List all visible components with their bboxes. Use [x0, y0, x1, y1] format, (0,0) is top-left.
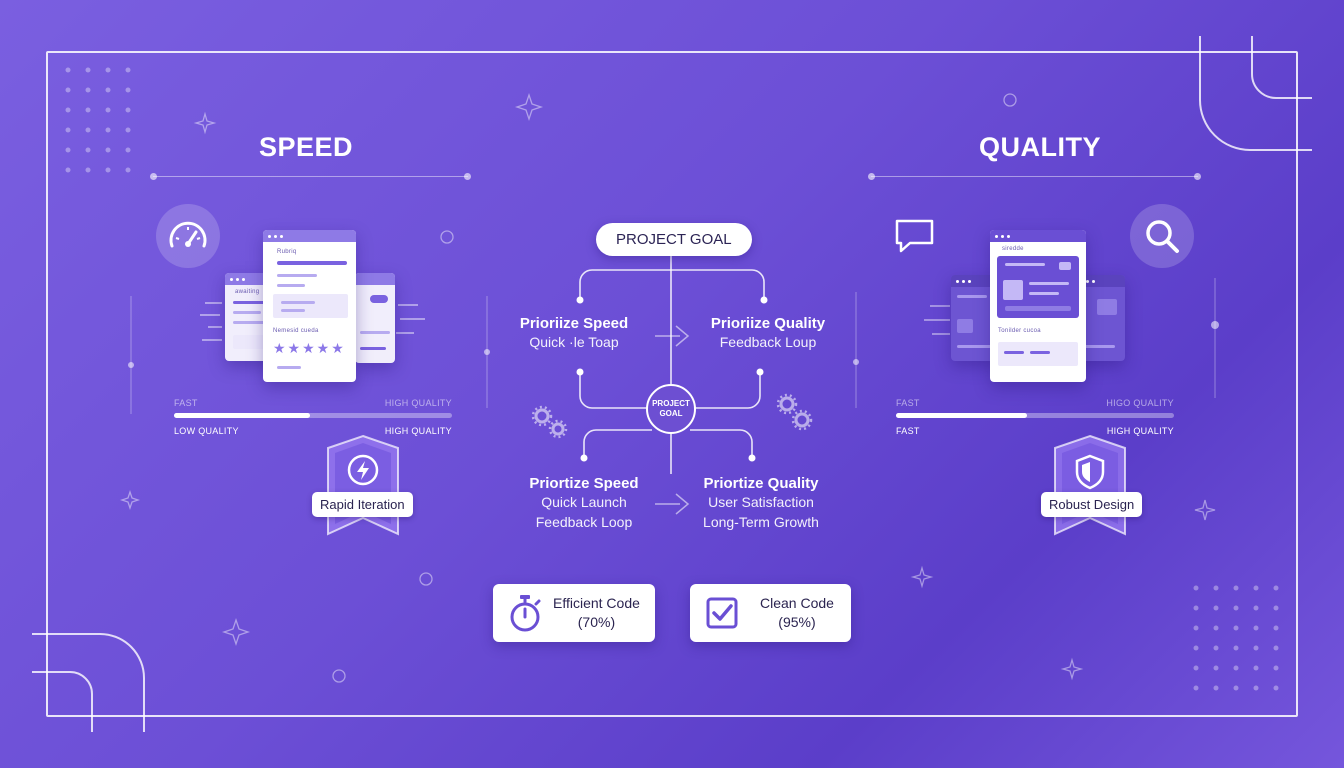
speed-slider-top-right: HIGH QUALITY: [384, 398, 452, 408]
outer-frame: [46, 51, 1298, 717]
quality-badge-label: Robust Design: [1041, 492, 1143, 517]
speed-slider-fill: [174, 413, 311, 418]
node-bottom-left-title: Priortize Speed: [529, 475, 639, 492]
node-bottom-left-sub-1: Quick Launch: [541, 494, 627, 510]
quality-slider-bottom-left: FAST: [896, 426, 920, 436]
quality-title-rule: [868, 173, 1201, 180]
speed-slider[interactable]: [174, 413, 452, 418]
dot-grid-top-left: [65, 67, 131, 173]
gears-icon-right: [779, 396, 810, 428]
metric-efficient-code-value: (70%): [577, 614, 616, 630]
speedometer-icon-button: [156, 204, 220, 268]
metric-efficient-code-label: Efficient Code: [553, 595, 640, 611]
metric-clean-code-label: Clean Code: [760, 595, 834, 611]
quality-mock-panel: [997, 256, 1079, 318]
quality-screens-illustration: siredde Tonilder cucoa: [920, 228, 1150, 388]
speedometer-icon: [169, 221, 207, 248]
checkbox-icon: [706, 597, 738, 629]
quality-slider-fill: [896, 413, 1027, 418]
node-bottom-right: Priortize Quality User Satisfaction Long…: [686, 475, 836, 532]
quality-slider-bottom-right: HIGH QUALITY: [1106, 426, 1174, 436]
project-goal-hub: PROJECT GOAL: [646, 384, 696, 434]
quality-mock-main: siredde Tonilder cucoa: [990, 230, 1086, 382]
metric-clean-code-text: Clean Code (95%): [760, 594, 834, 632]
gears-icon-left: [534, 408, 565, 436]
corner-ornament-top-right: [1199, 36, 1312, 151]
quality-title: QUALITY: [979, 132, 1101, 162]
speed-slider-bottom-left: LOW QUALITY: [174, 426, 239, 436]
speed-mock-right: [355, 273, 395, 363]
quality-slider-top-left: FAST: [896, 398, 920, 408]
node-bottom-left-sub-2: Feedback Loop: [535, 514, 633, 530]
speed-mock-left-text: awaiting: [235, 289, 260, 295]
speed-lines: [200, 302, 425, 341]
speed-mock-header: Rubriq: [277, 249, 297, 255]
node-top-left: Prioriize Speed Quick ·le Toap: [500, 315, 648, 352]
dot-grid-bottom-right: [1193, 585, 1279, 691]
speed-badge-label: Rapid Iteration: [312, 492, 413, 517]
metric-clean-code-value: (95%): [778, 614, 816, 630]
speed-screens-illustration: awaiting Rubriq Nemesid cueda ★★★★★: [200, 225, 430, 390]
node-bottom-left: Priortize Speed Quick Launch Feedback Lo…: [510, 475, 658, 532]
chat-bubble-icon: [895, 219, 934, 253]
node-top-left-title: Prioriize Speed: [519, 315, 629, 332]
lightning-icon: [357, 461, 369, 480]
stopwatch-icon: [510, 595, 541, 632]
node-top-right: Prioriize Quality Feedback Loup: [690, 315, 846, 352]
quality-slider[interactable]: [896, 413, 1174, 418]
project-goal-pill: PROJECT GOAL: [596, 223, 752, 256]
quality-mock-caption: Tonilder cucoa: [998, 328, 1041, 334]
speed-slider-top-left: FAST: [174, 398, 198, 408]
metric-card-clean-code: Clean Code (95%): [690, 584, 851, 642]
speed-title: SPEED: [258, 132, 354, 162]
quality-lines: [924, 305, 950, 335]
node-top-right-title: Prioriize Quality: [710, 315, 826, 332]
speed-title-rule: [150, 173, 471, 180]
metric-card-efficient-code: Efficient Code (70%): [493, 584, 655, 642]
node-top-right-sub: Feedback Loup: [719, 334, 817, 350]
quality-mock-header: siredde: [1002, 246, 1024, 252]
quality-slider-top-right: HIGO QUALITY: [1106, 398, 1174, 408]
corner-ornament-bottom-left: [32, 633, 145, 732]
search-icon: [1146, 220, 1179, 253]
node-bottom-right-sub-2: Long-Term Growth: [703, 514, 819, 530]
node-top-left-sub: Quick ·le Toap: [529, 334, 619, 350]
shield-icon: [1075, 454, 1105, 490]
search-icon-button: [1130, 204, 1194, 268]
node-bottom-right-title: Priortize Quality: [703, 475, 819, 492]
speed-mock-main: Rubriq Nemesid cueda ★★★★★: [263, 230, 356, 382]
speed-mock-caption: Nemesid cueda: [273, 328, 319, 334]
speed-slider-bottom-right: HIGH QUALITY: [384, 426, 452, 436]
metric-efficient-code-text: Efficient Code (70%): [553, 594, 640, 632]
rating-stars: ★★★★★: [273, 340, 346, 356]
node-bottom-right-sub-1: User Satisfaction: [708, 494, 814, 510]
